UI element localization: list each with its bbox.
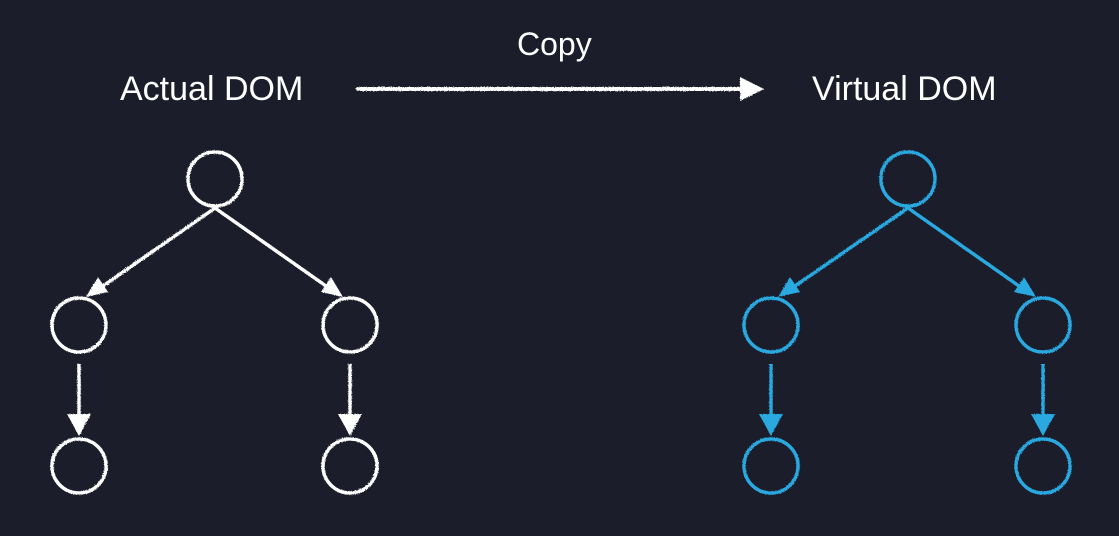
actual-left-child-node bbox=[50, 296, 108, 354]
virtual-edge-right-down bbox=[1031, 364, 1055, 436]
virtual-root-node bbox=[879, 150, 937, 208]
actual-edge-right-down bbox=[338, 364, 362, 436]
virtual-edge-root-right bbox=[906, 206, 1036, 297]
virtual-edge-root-left bbox=[778, 206, 909, 297]
virtual-edge-left-down bbox=[759, 364, 783, 436]
virtual-right-grandchild-node bbox=[1014, 437, 1072, 495]
actual-dom-label: Actual DOM bbox=[120, 70, 304, 108]
copy-label: Copy bbox=[517, 26, 592, 62]
copy-arrow bbox=[356, 77, 764, 101]
actual-edge-root-right bbox=[213, 206, 343, 297]
virtual-dom-tree bbox=[742, 150, 1072, 495]
virtual-left-grandchild-node bbox=[742, 437, 800, 495]
virtual-right-child-node bbox=[1014, 296, 1072, 354]
actual-edge-root-left bbox=[86, 206, 217, 297]
actual-left-grandchild-node bbox=[50, 437, 108, 495]
actual-root-node bbox=[186, 150, 244, 208]
actual-right-grandchild-node bbox=[321, 437, 379, 495]
actual-right-child-node bbox=[321, 296, 379, 354]
virtual-dom-label: Virtual DOM bbox=[812, 70, 997, 108]
virtual-left-child-node bbox=[742, 296, 800, 354]
actual-dom-tree bbox=[50, 150, 379, 495]
actual-edge-left-down bbox=[67, 364, 91, 436]
